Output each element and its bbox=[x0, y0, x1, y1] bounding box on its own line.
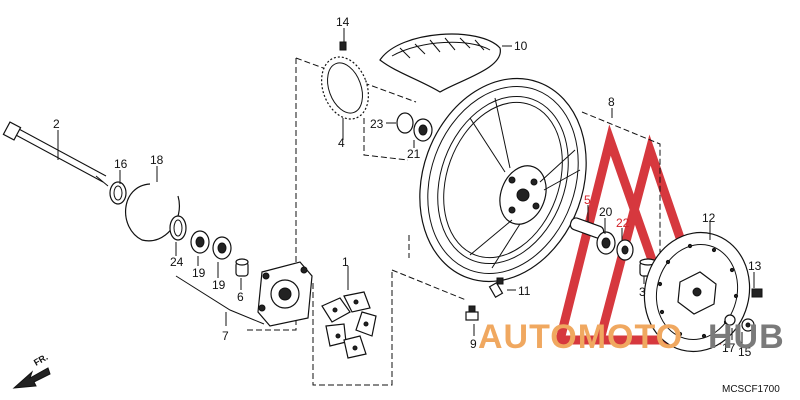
nut-15 bbox=[741, 318, 755, 332]
callout-20: 20 bbox=[599, 205, 613, 219]
tire bbox=[379, 33, 501, 93]
callout-11: 11 bbox=[518, 284, 531, 298]
cap-9 bbox=[465, 305, 479, 321]
callout-7: 7 bbox=[222, 329, 229, 343]
svg-text:FR.: FR. bbox=[32, 352, 50, 368]
callout-9: 9 bbox=[470, 337, 477, 351]
callout-18: 18 bbox=[150, 153, 164, 167]
collar-6 bbox=[235, 258, 249, 277]
bearing-19a bbox=[190, 230, 210, 254]
callout-17: 17 bbox=[722, 341, 736, 355]
callout-3: 3 bbox=[639, 285, 646, 299]
front-direction-arrow: FR. bbox=[12, 352, 51, 389]
callout-16: 16 bbox=[114, 157, 128, 171]
callout-6: 6 bbox=[237, 290, 244, 304]
watermark: AUTOMOTO HUB bbox=[478, 318, 785, 356]
wheel bbox=[419, 77, 587, 283]
callout-1: 1 bbox=[342, 255, 349, 269]
bearing-19b bbox=[212, 236, 232, 260]
callout-12: 12 bbox=[702, 211, 716, 225]
callout-4: 4 bbox=[338, 136, 345, 150]
pulser-ring bbox=[321, 56, 369, 120]
watermark-word-right: HUB bbox=[708, 318, 785, 356]
callout-24: 24 bbox=[170, 255, 184, 269]
callout-15: 15 bbox=[738, 345, 752, 359]
callout-labels: 1 2 3 4 5 6 7 8 9 10 11 12 13 14 15 16 1… bbox=[53, 15, 762, 359]
callout-13: 13 bbox=[748, 259, 762, 273]
washer-16 bbox=[109, 181, 127, 205]
damper-rubbers bbox=[321, 291, 377, 359]
bolt-13 bbox=[751, 288, 763, 298]
watermark-word-left: AUTOMOTO bbox=[478, 318, 683, 356]
bearing-21 bbox=[413, 118, 433, 142]
leader-lines bbox=[57, 28, 755, 346]
washer-17 bbox=[724, 314, 736, 326]
callout-8: 8 bbox=[608, 95, 615, 109]
callout-19a: 19 bbox=[192, 266, 206, 280]
diagram-code: MCSCF1700 bbox=[722, 384, 780, 395]
axle bbox=[2, 121, 109, 187]
valve-11 bbox=[488, 277, 504, 299]
seal-23 bbox=[396, 112, 414, 134]
driven-flange bbox=[257, 261, 313, 327]
bearing-20 bbox=[596, 231, 616, 255]
callout-23: 23 bbox=[370, 117, 384, 131]
callout-2: 2 bbox=[53, 117, 60, 131]
callout-5: 5 bbox=[584, 193, 591, 207]
callout-21: 21 bbox=[407, 147, 421, 161]
oil-seal-24 bbox=[169, 215, 187, 241]
brake-disc bbox=[643, 231, 751, 353]
screw-14 bbox=[339, 41, 347, 51]
callout-22: 22 bbox=[616, 216, 630, 230]
callout-10: 10 bbox=[514, 39, 528, 53]
callout-19b: 19 bbox=[212, 278, 226, 292]
callout-14: 14 bbox=[336, 15, 350, 29]
seal-22 bbox=[616, 239, 634, 261]
